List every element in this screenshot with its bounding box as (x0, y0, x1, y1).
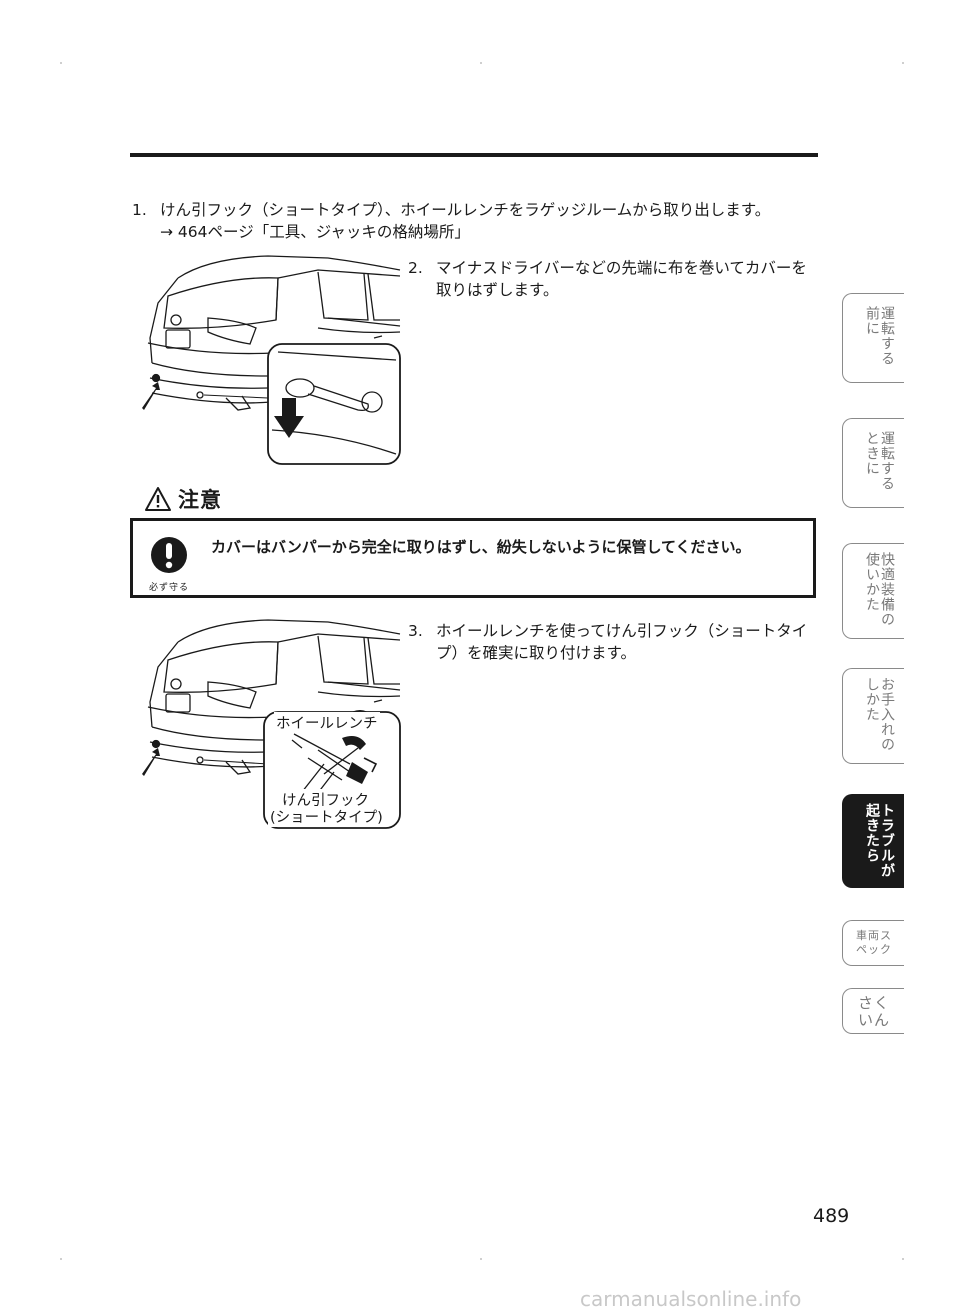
tab-troubleshooting[interactable]: トラブルが起きたら (842, 794, 904, 888)
crop-mark (60, 1258, 62, 1260)
tab-label: さくいん (857, 994, 890, 1029)
caution-title: 注意 (178, 488, 222, 512)
tab-maintenance[interactable]: お手入れのしかた (842, 668, 904, 764)
tab-label: 運転するときに (864, 431, 895, 491)
step-text: マイナスドライバーなどの先端に布を巻いてカバーを取りはずします。 (436, 259, 807, 299)
tab-label: お手入れのしかた (864, 677, 895, 752)
step-1: 1. けん引フック（ショートタイプ）、ホイールレンチをラゲッジルームから取り出し… (132, 199, 832, 243)
step-number: 3. (408, 622, 423, 640)
rear-bumper-cover-illustration (142, 255, 401, 465)
mandatory-icon: 必ず守る (147, 535, 191, 595)
step-2: 2. マイナスドライバーなどの先端に布を巻いてカバーを取りはずします。 (408, 257, 822, 301)
step-3: 3. ホイールレンチを使ってけん引フック（ショートタイプ）を確実に取り付けます。 (408, 620, 822, 664)
tab-label: 運転する前に (864, 306, 895, 366)
tab-vehicle-specs[interactable]: 車両スペック (842, 920, 904, 966)
tab-index[interactable]: さくいん (842, 988, 904, 1034)
label-tow-hook: けん引フック (280, 789, 371, 810)
tab-label: トラブルが起きたら (864, 803, 895, 878)
tab-before-driving[interactable]: 運転する前に (842, 293, 904, 383)
header-rule (130, 153, 818, 157)
mandatory-label: 必ず守る (148, 583, 189, 593)
caution-text: カバーはバンパーから完全に取りはずし、紛失しないように保管してください。 (211, 538, 751, 556)
label-wheel-wrench: ホイールレンチ (274, 712, 380, 733)
tab-while-driving[interactable]: 運転するときに (842, 418, 904, 508)
step-text: けん引フック（ショートタイプ）、ホイールレンチをラゲッジルームから取り出します。 (160, 201, 771, 219)
caution-heading: 注意 (144, 484, 222, 514)
label-tow-hook-type: (ショートタイプ) (268, 806, 385, 827)
crop-mark (60, 62, 62, 64)
warning-triangle-icon (145, 487, 171, 511)
tab-label: 車両スペック (856, 929, 892, 956)
step-number: 2. (408, 259, 423, 277)
step-number: 1. (132, 201, 147, 219)
step-text: ホイールレンチを使ってけん引フック（ショートタイプ）を確実に取り付けます。 (436, 622, 808, 662)
crop-mark (902, 62, 904, 64)
crop-mark (902, 1258, 904, 1260)
watermark: carmanualsonline.info (580, 1287, 802, 1311)
exclamation-icon (151, 537, 187, 573)
tab-comfort-features[interactable]: 快適装備の使いかた (842, 543, 904, 639)
crop-mark (480, 62, 482, 64)
caution-box: 必ず守る カバーはバンパーから完全に取りはずし、紛失しないように保管してください… (130, 518, 816, 598)
tab-label: 快適装備の使いかた (864, 552, 895, 627)
page-number: 489 (813, 1205, 850, 1227)
page-reference-link[interactable]: → 464ページ「工具、ジャッキの格納場所」 (160, 223, 470, 241)
crop-mark (480, 1258, 482, 1260)
